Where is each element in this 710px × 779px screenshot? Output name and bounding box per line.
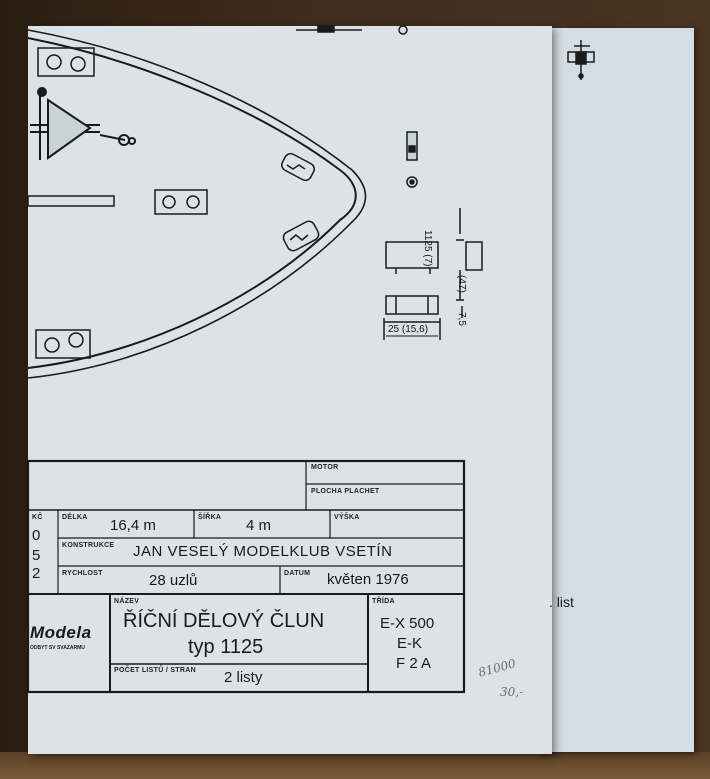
back-sheet-fitting [567, 40, 595, 80]
hatch-top-left [37, 47, 95, 77]
title-block-grid [26, 459, 466, 694]
height-dimension-label-2: (47) [456, 275, 467, 293]
trida-value-3: F 2 A [396, 655, 432, 672]
handwritten-price: 30,- [500, 685, 524, 699]
trida-value-1: E-X 500 [380, 615, 435, 632]
datum-label: DATUM [284, 570, 311, 577]
back-sheet-list-label: . list [549, 594, 574, 610]
hatch-center [154, 189, 208, 215]
bow-fitting-lower [282, 220, 320, 252]
datum-value: květen 1976 [327, 571, 409, 588]
table-edge [0, 752, 710, 779]
motor-label: MOTOR [311, 464, 339, 471]
trida-label: TŘÍDA [372, 598, 395, 605]
nazev-line-1: ŘÍČNÍ DĚLOVÝ ČLUN [123, 610, 325, 632]
left-fragment-label: KČ [32, 514, 43, 521]
deck-rail [27, 195, 115, 207]
left-fragment-value-2: 5 [32, 547, 41, 564]
anchor-gear [30, 87, 136, 160]
vyska-label: VÝŠKA [334, 514, 360, 521]
modela-logo-subtext: ODBYT SV SVAZARMU [30, 645, 85, 651]
top-edge-parts [296, 25, 408, 35]
pocet-listu-label: POČET LISTŮ / STRAN [114, 667, 196, 674]
width-dimension-label: 25 (15,6) [388, 324, 429, 335]
sirka-value: 4 m [246, 517, 272, 534]
rychlost-value: 28 uzlů [149, 572, 198, 589]
detail-box-large [385, 208, 483, 301]
height-dimension-label: 1125 (7) [422, 230, 433, 267]
bow-fitting-upper [281, 152, 315, 182]
delka-value: 16,4 m [110, 517, 156, 534]
delka-label: DÉLKA [62, 514, 88, 521]
konstrukce-label: KONSTRUKCE [62, 542, 115, 549]
small-dimension-label: 7,5 [456, 312, 467, 326]
modela-logo: Modela [30, 623, 92, 642]
back-sheet [538, 28, 694, 752]
pocet-listu-value: 2 listy [224, 669, 263, 686]
detail-fitting [406, 131, 418, 188]
detail-box-small [383, 295, 463, 340]
trida-value-2: E-K [397, 635, 423, 652]
left-fragment-value-1: 0 [32, 527, 41, 544]
konstrukce-value: JAN VESELÝ MODELKLUB VSETÍN [133, 543, 393, 560]
rychlost-label: RYCHLOST [62, 570, 103, 577]
nazev-label: NÁZEV [114, 598, 140, 605]
hatch-bottom-left [35, 329, 91, 359]
left-fragment-value-3: 2 [32, 565, 41, 582]
plocha-plachet-label: PLOCHA PLACHET [311, 488, 380, 495]
hull-outline [27, 29, 367, 379]
sirka-label: ŠÍŘKA [198, 514, 222, 521]
nazev-line-2: typ 1125 [188, 636, 264, 658]
